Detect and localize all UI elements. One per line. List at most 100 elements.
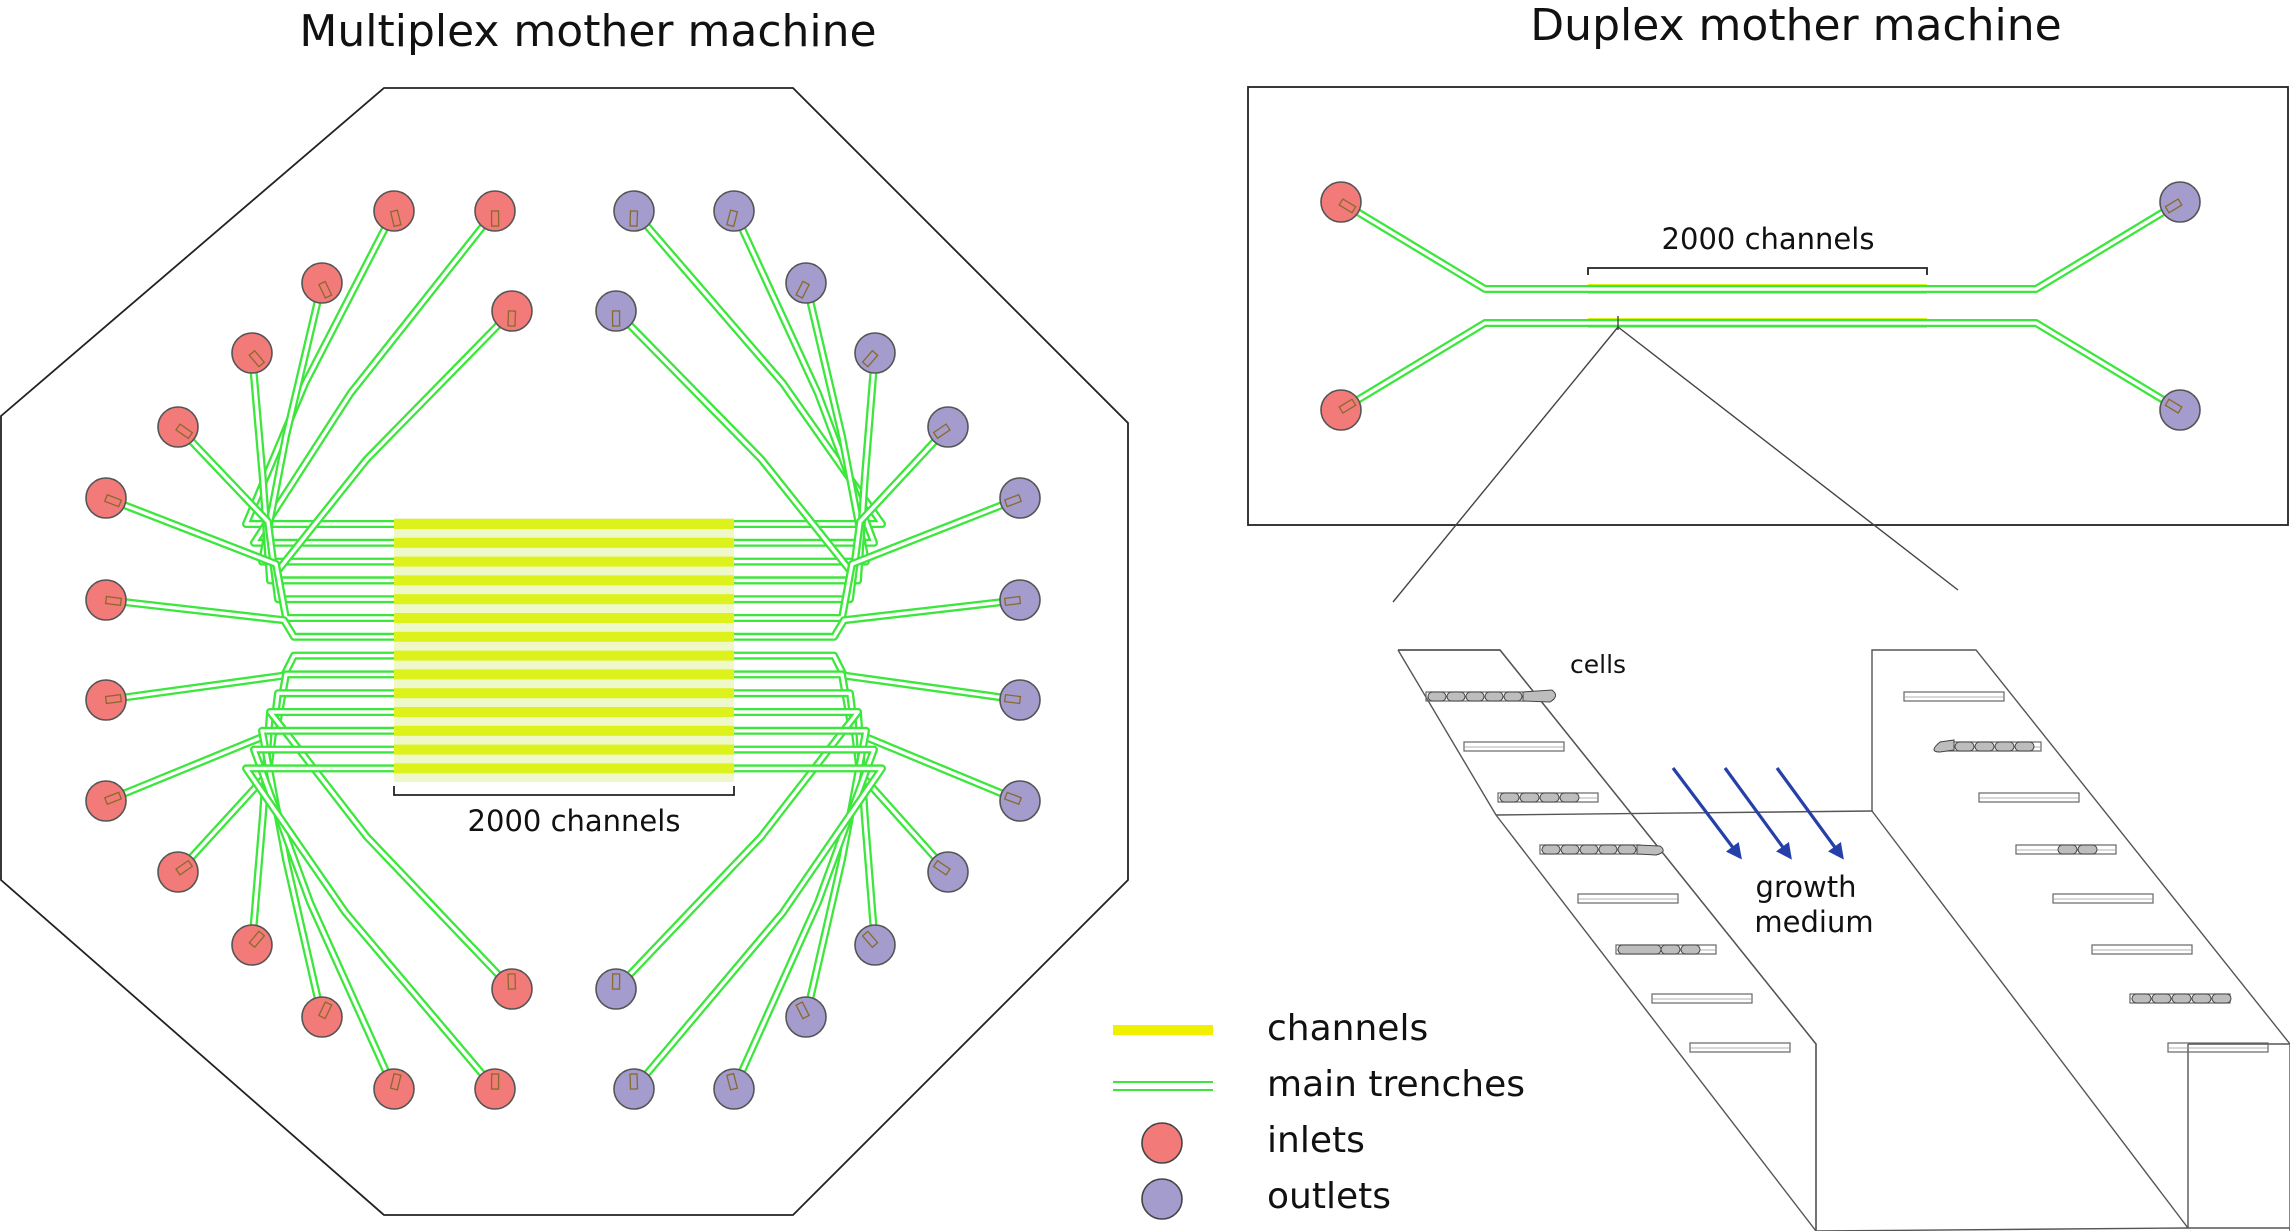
legend-trenches-swatch <box>1113 1081 1213 1091</box>
multiplex-channel-row <box>394 631 734 642</box>
multiplex-ports <box>85 190 1041 1110</box>
cells-label: cells <box>1570 650 1626 679</box>
multiplex-trench-right <box>734 726 870 1018</box>
cell-elongated <box>1522 689 1556 703</box>
side-channel <box>1978 792 2080 803</box>
inlet-port <box>474 190 516 232</box>
flow-arrow <box>1723 767 1792 860</box>
cell <box>2151 993 2172 1004</box>
inlet-port <box>373 190 415 232</box>
inlet-port <box>373 1068 415 1110</box>
cell <box>1974 741 1995 752</box>
multiplex-trench-left <box>250 208 499 547</box>
duplex-channels-bracket <box>1587 267 1928 275</box>
outlet-port <box>595 290 637 332</box>
cell <box>2171 993 2192 1004</box>
multiplex-channel-row <box>394 519 734 529</box>
growth-label: growth <box>1756 870 1857 904</box>
medium-label: medium <box>1754 905 1873 939</box>
flow-arrow <box>1775 767 1844 860</box>
inlet-port <box>301 996 343 1038</box>
duplex-title: Duplex mother machine <box>1530 0 2061 51</box>
cell <box>1560 844 1580 855</box>
cell <box>1503 691 1523 702</box>
cell <box>2014 741 2035 752</box>
multiplex-channel-row <box>394 613 734 623</box>
multiplex-title: Multiplex mother machine <box>299 6 876 57</box>
duplex-channels-label: 2000 channels <box>1662 222 1875 256</box>
multiplex-trench-right <box>730 745 878 1091</box>
multiplex-trench-right <box>734 596 1021 641</box>
cell <box>1539 792 1560 803</box>
cell <box>1446 691 1466 702</box>
zoom-cells <box>1427 689 2232 1004</box>
cell <box>1427 691 1447 702</box>
outlet-port <box>613 1068 655 1110</box>
multiplex-channel-row <box>394 725 734 736</box>
duplex-trench-bottom <box>1338 319 2183 414</box>
outlet-port <box>999 579 1041 621</box>
duplex-panel: 2000 channels <box>1247 86 2289 603</box>
cell <box>1598 844 1618 855</box>
multiplex-trench-right <box>734 494 1022 622</box>
cell-elongated <box>1636 844 1664 856</box>
cell <box>1660 944 1681 955</box>
floor-left-edge <box>1495 814 1817 1231</box>
legend-channels-label: channels <box>1267 1008 1428 1049</box>
side-channel <box>1463 741 1565 752</box>
multiplex-channel-row <box>394 688 734 699</box>
cell <box>1579 844 1599 855</box>
outlet-port <box>713 190 755 232</box>
outlet-port <box>613 190 655 232</box>
outlet-port <box>999 477 1041 519</box>
multiplex-trench-left <box>104 670 394 805</box>
duplex-ports <box>1320 181 2201 431</box>
multiplex-trench-left <box>258 282 394 566</box>
inlet-port <box>1320 181 1362 223</box>
multiplex-chip-outline <box>0 87 1129 1216</box>
outlet-port <box>2159 181 2201 223</box>
multiplex-channel-row <box>394 594 734 605</box>
multiplex-channels-bracket <box>393 786 735 796</box>
inlet-port <box>474 1068 516 1110</box>
legend-trenches-label: main trenches <box>1267 1064 1525 1105</box>
duplex-chip-outline <box>1247 86 2289 526</box>
legend-outlets-label: outlets <box>1267 1176 1391 1217</box>
inlet-port <box>231 924 273 966</box>
multiplex-channel-row <box>394 669 734 680</box>
multiplex-main-trenches <box>104 208 1022 1092</box>
inlet-port <box>157 406 199 448</box>
cell <box>1484 691 1504 702</box>
inlet-port <box>231 332 273 374</box>
inlet-port <box>85 579 127 621</box>
inlet-port <box>85 780 127 822</box>
outlet-port <box>927 851 969 893</box>
multiplex-trench-right <box>613 708 862 992</box>
cell <box>1954 741 1975 752</box>
duplex-main-trenches <box>1338 198 2183 414</box>
side-channel <box>1651 993 1753 1004</box>
cell <box>1499 792 1520 803</box>
left-wall-edges <box>1398 649 1817 1231</box>
cell <box>1465 691 1485 702</box>
multiplex-trench-left <box>250 745 398 1091</box>
multiplex-trench-left <box>258 726 394 1018</box>
cell <box>1617 844 1637 855</box>
inlet-port <box>301 262 343 304</box>
multiplex-trench-left <box>105 596 394 641</box>
multiplex-channel-row <box>394 650 734 661</box>
outlet-port <box>713 1068 755 1110</box>
multiplex-channel-row <box>394 707 734 717</box>
outlet-port <box>2159 389 2201 431</box>
cell <box>1994 741 2015 752</box>
side-channel <box>2167 1042 2269 1053</box>
cell <box>1519 792 1540 803</box>
multiplex-channel-array <box>394 518 734 782</box>
side-channel <box>1577 893 1679 904</box>
left-wall <box>1398 649 1817 1231</box>
legend-outlet-swatch <box>1141 1178 1183 1220</box>
outlet-port <box>785 262 827 304</box>
inlet-port <box>1320 389 1362 431</box>
floor-right-edge <box>1871 810 2189 1229</box>
